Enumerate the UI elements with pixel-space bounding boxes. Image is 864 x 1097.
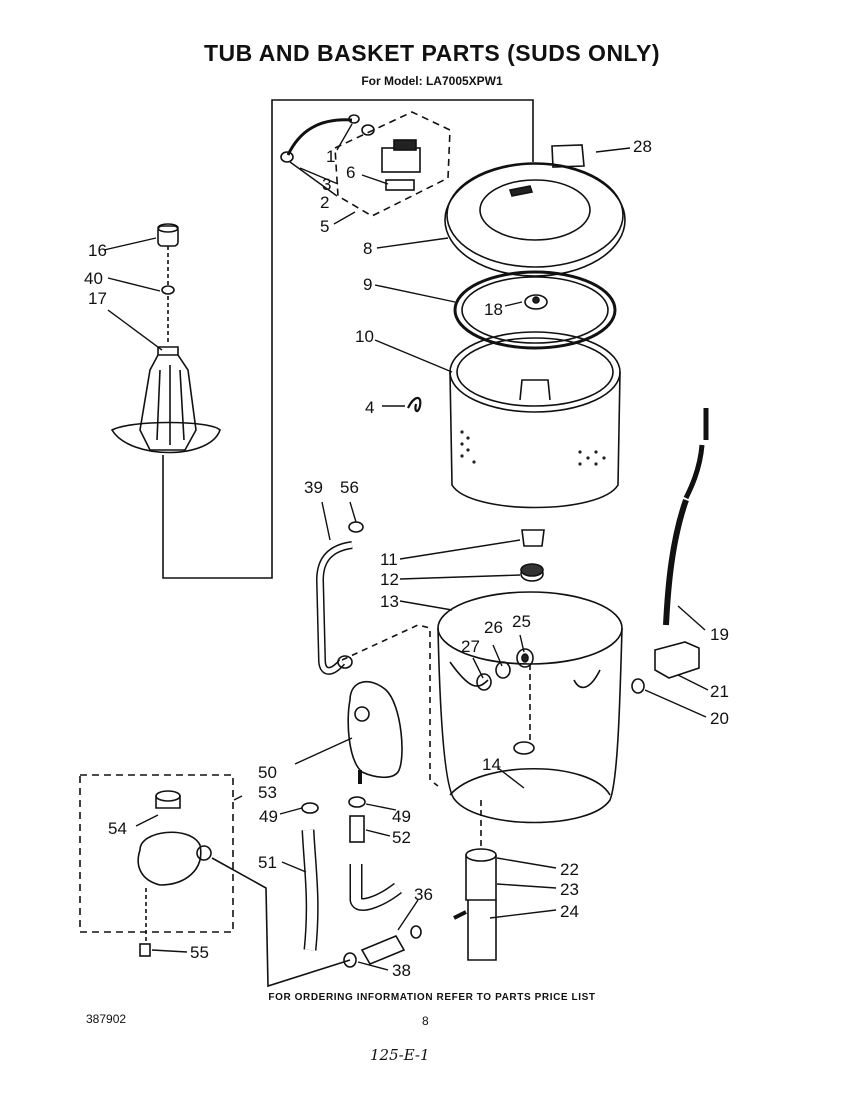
callout-50: 50 xyxy=(258,763,277,782)
clip-part-4 xyxy=(407,396,422,413)
pressure-switch-part xyxy=(280,114,421,191)
callout-52: 52 xyxy=(392,828,411,847)
coupling-parts xyxy=(343,925,422,968)
hose-39-part xyxy=(315,521,364,675)
callout-51: 51 xyxy=(258,853,277,872)
pressure-switch-dashed-box xyxy=(334,111,451,217)
callout-9: 9 xyxy=(363,275,372,294)
callout-20: 20 xyxy=(710,709,729,728)
callout-36: 36 xyxy=(414,885,433,904)
handwritten-reference: 125-E-1 xyxy=(370,1046,430,1064)
drain-tube-parts xyxy=(453,800,497,961)
callout-18: 18 xyxy=(484,300,503,319)
callout-56: 56 xyxy=(340,478,359,497)
agitator-group xyxy=(110,223,221,454)
callout-4: 4 xyxy=(365,398,374,417)
callout-14: 14 xyxy=(482,755,501,774)
basket-part xyxy=(449,331,621,509)
group-connector-line xyxy=(162,99,534,579)
callout-26: 26 xyxy=(484,618,503,637)
drive-block-part xyxy=(520,529,545,582)
callout-38: 38 xyxy=(392,961,411,980)
diagram-id: 387902 xyxy=(86,1012,127,1026)
callout-12: 12 xyxy=(380,570,399,589)
pump-connector-line xyxy=(211,857,351,988)
washer-stack-parts xyxy=(476,648,534,691)
callout-19: 19 xyxy=(710,625,729,644)
callout-40: 40 xyxy=(84,269,103,288)
callout-25: 25 xyxy=(512,612,531,631)
ordering-note: FOR ORDERING INFORMATION REFER TO PARTS … xyxy=(268,992,596,1003)
callout-8: 8 xyxy=(363,239,372,258)
callout-22: 22 xyxy=(560,860,579,879)
callout-1: 1 xyxy=(326,147,335,166)
callout-54: 54 xyxy=(108,819,127,838)
callout-10: 10 xyxy=(355,327,374,346)
callout-13: 13 xyxy=(380,592,399,611)
fill-hose-parts xyxy=(631,408,709,694)
callout-leader-lines xyxy=(103,123,709,971)
seal-ring-part xyxy=(453,270,617,350)
callout-16: 16 xyxy=(88,241,107,260)
callout-2: 2 xyxy=(320,193,329,212)
callout-53: 53 xyxy=(258,783,277,802)
callout-labels: 1 2 3 4 5 6 8 9 10 11 12 13 14 16 17 18 … xyxy=(84,137,729,980)
page-number: 8 xyxy=(422,1014,429,1028)
leader-dashed xyxy=(341,624,439,787)
callout-17: 17 xyxy=(88,289,107,308)
tub-ring-part xyxy=(444,162,626,277)
callout-6: 6 xyxy=(346,163,355,182)
pump-assembly-dashed-box xyxy=(79,774,234,933)
nut-part-18 xyxy=(524,294,548,310)
callout-3: 3 xyxy=(322,175,331,194)
callout-28: 28 xyxy=(633,137,652,156)
callout-27: 27 xyxy=(461,637,480,656)
callout-39: 39 xyxy=(304,478,323,497)
pump-assembly-part xyxy=(137,790,212,957)
drain-hose-parts xyxy=(301,796,402,951)
callout-11: 11 xyxy=(380,550,398,569)
callout-49-left: 49 xyxy=(259,807,278,826)
callout-24: 24 xyxy=(560,902,579,921)
model-subtitle: For Model: LA7005XPW1 xyxy=(361,74,503,88)
suds-housing-part xyxy=(347,680,403,784)
callout-5: 5 xyxy=(320,217,329,236)
callout-23: 23 xyxy=(560,880,579,899)
label-part-28 xyxy=(551,144,585,168)
callout-49-right: 49 xyxy=(392,807,411,826)
callout-55: 55 xyxy=(190,943,209,962)
callout-21: 21 xyxy=(710,682,729,701)
page-title: TUB AND BASKET PARTS (SUDS ONLY) xyxy=(204,40,660,66)
